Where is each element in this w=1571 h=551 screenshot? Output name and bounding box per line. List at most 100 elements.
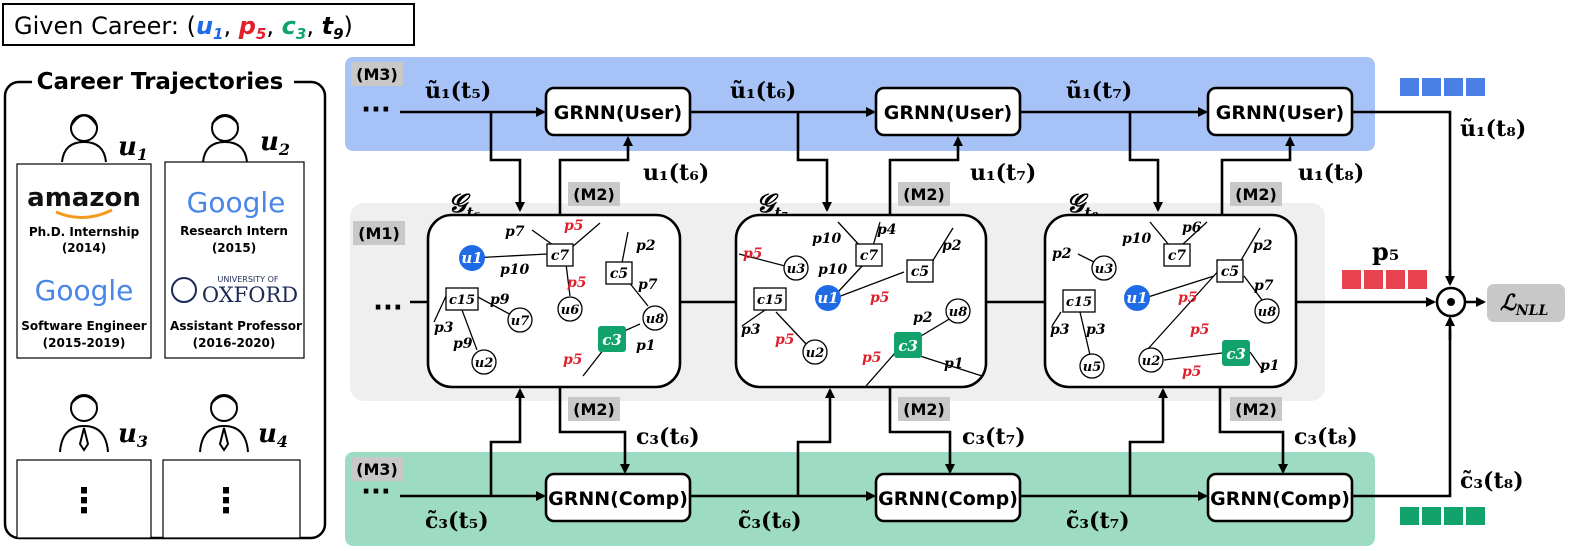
grnn-comp-box bbox=[544, 472, 692, 523]
label-p5: p₅ bbox=[1372, 237, 1399, 266]
edge-label: p7 bbox=[1254, 278, 1274, 294]
flow-arrow bbox=[489, 388, 525, 496]
google-logo: Google bbox=[35, 274, 134, 307]
u2-years-2: (2016-2020) bbox=[193, 336, 276, 350]
dots-top: ··· bbox=[361, 95, 391, 125]
node-u7: u7 bbox=[511, 314, 530, 329]
node-u2: u2 bbox=[1142, 354, 1161, 369]
node-u1: u1 bbox=[461, 249, 482, 267]
node-c7: c7 bbox=[551, 248, 570, 264]
node-u3: u3 bbox=[1095, 262, 1114, 277]
flow-arrow bbox=[1220, 136, 1295, 215]
node-c7: c7 bbox=[1168, 248, 1187, 264]
label-c-t7: c₃(t₇) bbox=[962, 424, 1026, 450]
node-u6: u6 bbox=[561, 303, 580, 318]
edge-label: p3 bbox=[434, 320, 454, 336]
edge-label: p10 bbox=[818, 262, 848, 278]
label-u-t6: u₁(t₆) bbox=[643, 160, 709, 186]
flow-arrow bbox=[888, 136, 963, 215]
flow-arrow bbox=[558, 385, 630, 474]
edge-label: p5 bbox=[567, 275, 587, 291]
u4-ellipsis: ⋮ bbox=[209, 481, 243, 521]
label-c-tilde-t6: c̃₃(t₆) bbox=[738, 508, 802, 534]
label-c-tilde-t8: c̃₃(t₈) bbox=[1460, 468, 1524, 494]
edge-label: p1 bbox=[944, 356, 964, 372]
given-career-box bbox=[2, 3, 415, 46]
grnn-comp-box bbox=[874, 472, 1022, 523]
node-u1: u1 bbox=[817, 289, 838, 307]
edge-label: p5 bbox=[1190, 322, 1210, 338]
node-c15: c15 bbox=[757, 293, 783, 308]
grnn-user-label: GRNN(User) bbox=[884, 102, 1012, 124]
node-c15: c15 bbox=[449, 293, 475, 308]
flow-arrow bbox=[1128, 388, 1168, 496]
grnn-user-box bbox=[544, 86, 692, 137]
edge-label: p9 bbox=[490, 292, 510, 308]
edge-label: p2 bbox=[636, 238, 656, 254]
dots-middle: ··· bbox=[373, 293, 403, 323]
node-c3: c3 bbox=[898, 337, 918, 355]
user-label-u3: u3 bbox=[118, 419, 148, 451]
edge-label: p5 bbox=[870, 290, 890, 306]
edge-label: p7 bbox=[505, 224, 525, 240]
flow-line bbox=[1352, 110, 1452, 280]
label-u-tilde-t7: ũ₁(t₇) bbox=[1066, 78, 1132, 104]
m2-tag: (M2) bbox=[573, 185, 615, 204]
male-user-icon bbox=[202, 114, 248, 163]
label-c-t6: c₃(t₆) bbox=[636, 424, 700, 450]
given-career-title: Given Career: (u1, p5, c3, t9) bbox=[14, 12, 353, 43]
u3-ellipsis: ⋮ bbox=[67, 481, 101, 521]
u2-years-1: (2015) bbox=[212, 241, 256, 255]
amazon-smile-icon bbox=[55, 208, 113, 219]
u2-role-2: Assistant Professor bbox=[170, 319, 302, 333]
flow-arrow bbox=[888, 385, 955, 474]
google-logo: Google bbox=[187, 186, 286, 219]
u4-career-card bbox=[162, 459, 301, 539]
u2-career-card bbox=[164, 161, 305, 359]
edge-label: p3 bbox=[1050, 322, 1070, 338]
edge-label: p2 bbox=[1253, 238, 1273, 254]
grnn-comp-box bbox=[1206, 472, 1354, 523]
m2-tag: (M2) bbox=[573, 400, 615, 419]
label-u-tilde-t5: ũ₁(t₅) bbox=[425, 78, 491, 104]
dots-bottom: ··· bbox=[361, 477, 391, 507]
node-u3: u3 bbox=[787, 262, 806, 277]
label-c-tilde-t7: c̃₃(t₇) bbox=[1066, 508, 1130, 534]
node-u2: u2 bbox=[475, 356, 494, 371]
edge-label: p5 bbox=[563, 352, 583, 368]
grnn-user-box bbox=[874, 86, 1022, 137]
edge-label: p9 bbox=[453, 336, 473, 352]
m2-tag: (M2) bbox=[1235, 185, 1277, 204]
u1-role-2: Software Engineer bbox=[21, 319, 147, 333]
grnn-comp-label: GRNN(Comp) bbox=[548, 488, 688, 510]
node-c5: c5 bbox=[610, 266, 628, 282]
edge-label: p5 bbox=[1178, 290, 1198, 306]
node-u8: u8 bbox=[1258, 305, 1277, 320]
company-embedding-bar bbox=[1400, 507, 1485, 525]
position-embedding-bar bbox=[1342, 270, 1427, 289]
career-panel-title: Career Trajectories bbox=[37, 69, 284, 95]
node-u5: u5 bbox=[1083, 360, 1102, 375]
user-label-u4: u4 bbox=[258, 419, 288, 451]
edge-label: p1 bbox=[636, 338, 656, 354]
flow-arrow bbox=[796, 388, 835, 496]
label-u-tilde-t8: ũ₁(t₈) bbox=[1460, 116, 1526, 142]
node-u8: u8 bbox=[646, 312, 665, 327]
edge-label: p2 bbox=[913, 310, 933, 326]
edge-label: p2 bbox=[1052, 246, 1072, 262]
graph-t8: 𝒢t₈ c7 u3 u1 c5 c15 u8 u5 u2 c3 p10 p6 p… bbox=[1043, 189, 1298, 389]
edge-label: p10 bbox=[500, 262, 530, 278]
node-u2: u2 bbox=[806, 346, 825, 361]
edge-label: p5 bbox=[743, 246, 763, 262]
edge-label: p2 bbox=[942, 238, 962, 254]
businessman-user-icon bbox=[59, 394, 109, 453]
female-user-icon bbox=[61, 114, 107, 163]
grnn-user-label: GRNN(User) bbox=[1216, 102, 1344, 124]
flow-arrow bbox=[489, 112, 525, 212]
edge-label: p4 bbox=[877, 222, 897, 238]
user-label-u2: u2 bbox=[260, 127, 290, 159]
label-u-tilde-t6: ũ₁(t₆) bbox=[730, 78, 796, 104]
edge-label: p5 bbox=[564, 218, 584, 234]
node-c15: c15 bbox=[1066, 295, 1092, 310]
grnn-user-label: GRNN(User) bbox=[554, 102, 682, 124]
